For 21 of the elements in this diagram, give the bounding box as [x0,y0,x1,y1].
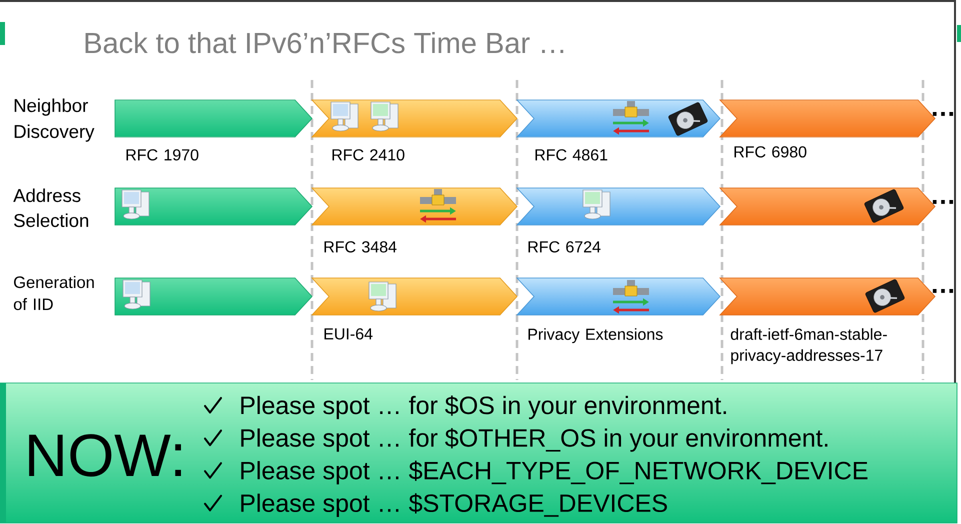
row-label: Generation of IID [14,276,94,310]
ellipsis-text: … [932,289,954,293]
checklist-item: Please spot … $EACH_TYPE_OF_NETWORK_DEVICE [241,460,868,484]
ellipsis-text: … [932,200,954,204]
node-caption: EUI-64 [324,328,373,340]
heading: NOW: [29,434,181,477]
checklist-item: Please spot … for $OTHER_OS in your environment. [241,428,828,452]
ellipsis-text: … [932,112,954,116]
node-caption: RFC 3484 [324,241,397,253]
node-caption: RFC 1970 [126,149,198,161]
checklist-item: Please spot … for $OS in your environment. [241,395,726,420]
checklist-item: Please spot … $STORAGE_DEVICES [241,493,667,517]
node-caption: RFC 6724 [528,241,601,253]
title: Back to that IPv6’n’RFCs Time Bar … [86,32,564,54]
node-caption: RFC 2410 [332,149,404,161]
row-label: Neighbor Discovery [14,98,94,142]
node-caption: RFC 4861 [536,149,608,161]
row-label: Address Selection [13,188,88,228]
node-caption: draft-ietf-6man-stable-privacy-addresses-17 [730,328,887,364]
node-caption: RFC 6980 [734,146,806,158]
node-caption: Privacy Extensions [528,328,663,344]
